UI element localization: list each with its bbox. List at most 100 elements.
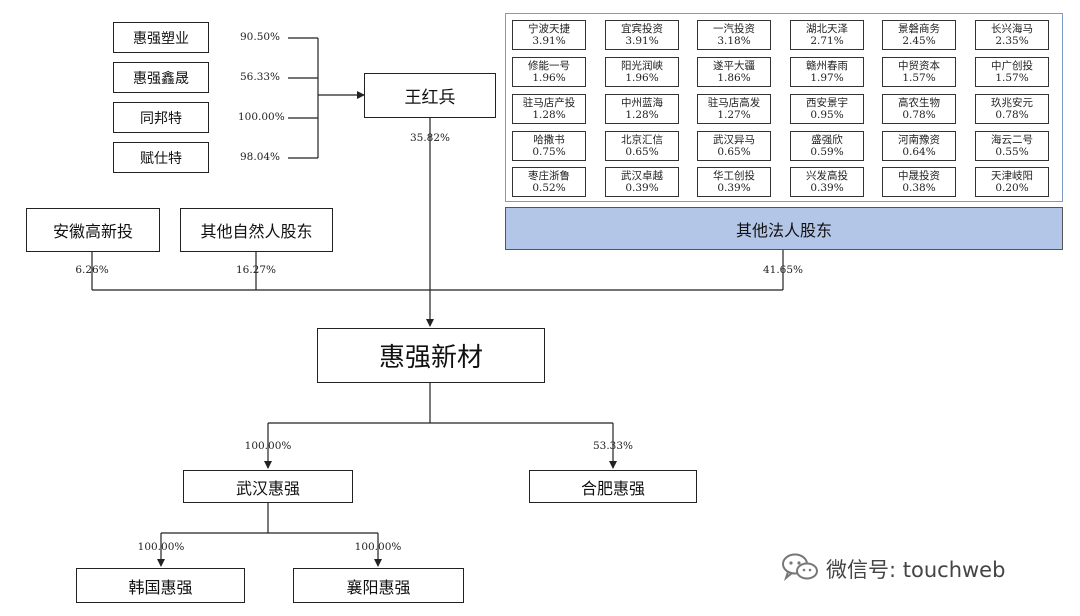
legal-shareholder-name: 景磐商务: [898, 23, 940, 35]
legal-shareholder-name: 中贸资本: [898, 60, 940, 72]
legal-shareholder-name: 兴发高投: [806, 170, 848, 182]
legal-shareholder-pct: 0.64%: [902, 146, 936, 158]
legal-shareholder-name: 阳光润峡: [621, 60, 663, 72]
company-pct: 90.50%: [240, 31, 281, 43]
legal-shareholder-pct: 3.91%: [532, 35, 566, 47]
legal-shareholder-pct: 1.28%: [625, 109, 659, 121]
company-pct: 98.04%: [240, 151, 281, 163]
legal-shareholder-pct: 3.91%: [625, 35, 659, 47]
legal-shareholder-pct: 0.52%: [532, 182, 566, 194]
legal-shareholder-name: 盛强欣: [811, 134, 843, 146]
legal-shareholder-name: 驻马店产投: [522, 97, 576, 109]
subsidiary-pct: 100.00%: [354, 541, 402, 553]
legal-shareholder-name: 中晟投资: [898, 170, 940, 182]
company-pct: 56.33%: [240, 71, 281, 83]
legal-shareholder-pct: 2.45%: [902, 35, 936, 47]
legal-shareholder-name: 修能一号: [528, 60, 570, 72]
legal-shareholder-name: 赣州春雨: [806, 60, 848, 72]
legal-shareholder-name: 玖兆安元: [991, 97, 1033, 109]
legal-shareholder-pct: 0.39%: [625, 182, 659, 194]
legal-shareholder-name: 枣庄浙鲁: [528, 170, 570, 182]
person-name: 王红兵: [404, 88, 456, 108]
legal-shareholder-pct: 0.75%: [532, 146, 566, 158]
legal-shareholder-name: 高农生物: [898, 97, 940, 109]
legal-shareholder-name: 武汉异马: [713, 134, 755, 146]
legal-shareholder-name: 天津岐阳: [991, 170, 1033, 182]
subsidiary-name: 韩国惠强: [128, 577, 193, 597]
shareholder-pct: 41.65%: [762, 264, 804, 276]
legal-shareholder-name: 中州蓝海: [621, 97, 663, 109]
legal-shareholder-name: 宁波天捷: [528, 23, 570, 35]
shareholder-box-legal-entities: 其他法人股东: [505, 207, 1063, 250]
legal-shareholder-pct: 1.96%: [625, 72, 659, 84]
legal-shareholder-pct: 3.18%: [717, 35, 751, 47]
legal-shareholder-pct: 1.96%: [532, 72, 566, 84]
legal-shareholder-name: 武汉卓越: [621, 170, 663, 182]
shareholder-name: 其他自然人股东: [200, 222, 313, 241]
person-pct: 35.82%: [409, 132, 451, 144]
subsidiary-name: 襄阳惠强: [346, 577, 411, 597]
wechat-icon: [780, 552, 820, 587]
subsidiary-box-hefei: 合肥惠强: [529, 470, 697, 503]
subsidiary-name: 合肥惠强: [580, 478, 645, 498]
shareholder-name: 其他法人股东: [735, 220, 832, 240]
company-name: 惠强鑫晟: [133, 70, 189, 87]
subsidiary-pct: 100.00%: [137, 541, 185, 553]
watermark-text: 微信号: touchweb: [826, 558, 1006, 582]
legal-shareholder-pct: 0.59%: [810, 146, 844, 158]
legal-shareholder-pct: 0.20%: [995, 182, 1029, 194]
company-box-huiqiang-xinsheng: 惠强鑫晟: [113, 62, 209, 93]
shareholder-name: 安徽高新投: [52, 222, 133, 241]
shareholder-box-natural-persons: 其他自然人股东: [180, 208, 333, 252]
legal-shareholder-pct: 0.55%: [995, 146, 1029, 158]
legal-shareholder-name: 北京汇信: [621, 134, 663, 146]
legal-shareholder-pct: 0.65%: [625, 146, 659, 158]
company-title: 惠强新材: [378, 343, 483, 373]
legal-shareholder-pct: 1.57%: [995, 72, 1029, 84]
legal-shareholder-name: 华工创投: [713, 170, 755, 182]
legal-shareholder-name: 河南豫资: [898, 134, 940, 146]
subsidiary-box-xiangyang: 襄阳惠强: [293, 568, 464, 603]
company-name: 同邦特: [140, 110, 182, 127]
legal-shareholder-pct: 2.35%: [995, 35, 1029, 47]
legal-shareholder-pct: 0.95%: [810, 109, 844, 121]
legal-shareholder-name: 哈撒书: [533, 134, 565, 146]
legal-shareholder-name: 长兴海马: [991, 23, 1033, 35]
subsidiary-pct: 53.33%: [592, 440, 634, 452]
shareholder-pct: 6.26%: [75, 264, 109, 276]
legal-shareholder-pct: 1.97%: [810, 72, 844, 84]
company-pct: 100.00%: [238, 111, 285, 123]
legal-shareholder-name: 遂平大疆: [713, 60, 755, 72]
legal-shareholder-name: 中广创投: [991, 60, 1033, 72]
legal-shareholder-name: 湖北天泽: [806, 23, 848, 35]
legal-shareholder-pct: 1.28%: [532, 109, 566, 121]
legal-shareholder-name: 西安景宇: [806, 97, 848, 109]
legal-shareholder-pct: 0.38%: [902, 182, 936, 194]
legal-shareholder-pct: 0.65%: [717, 146, 751, 158]
legal-shareholder-name: 海云二号: [991, 134, 1033, 146]
